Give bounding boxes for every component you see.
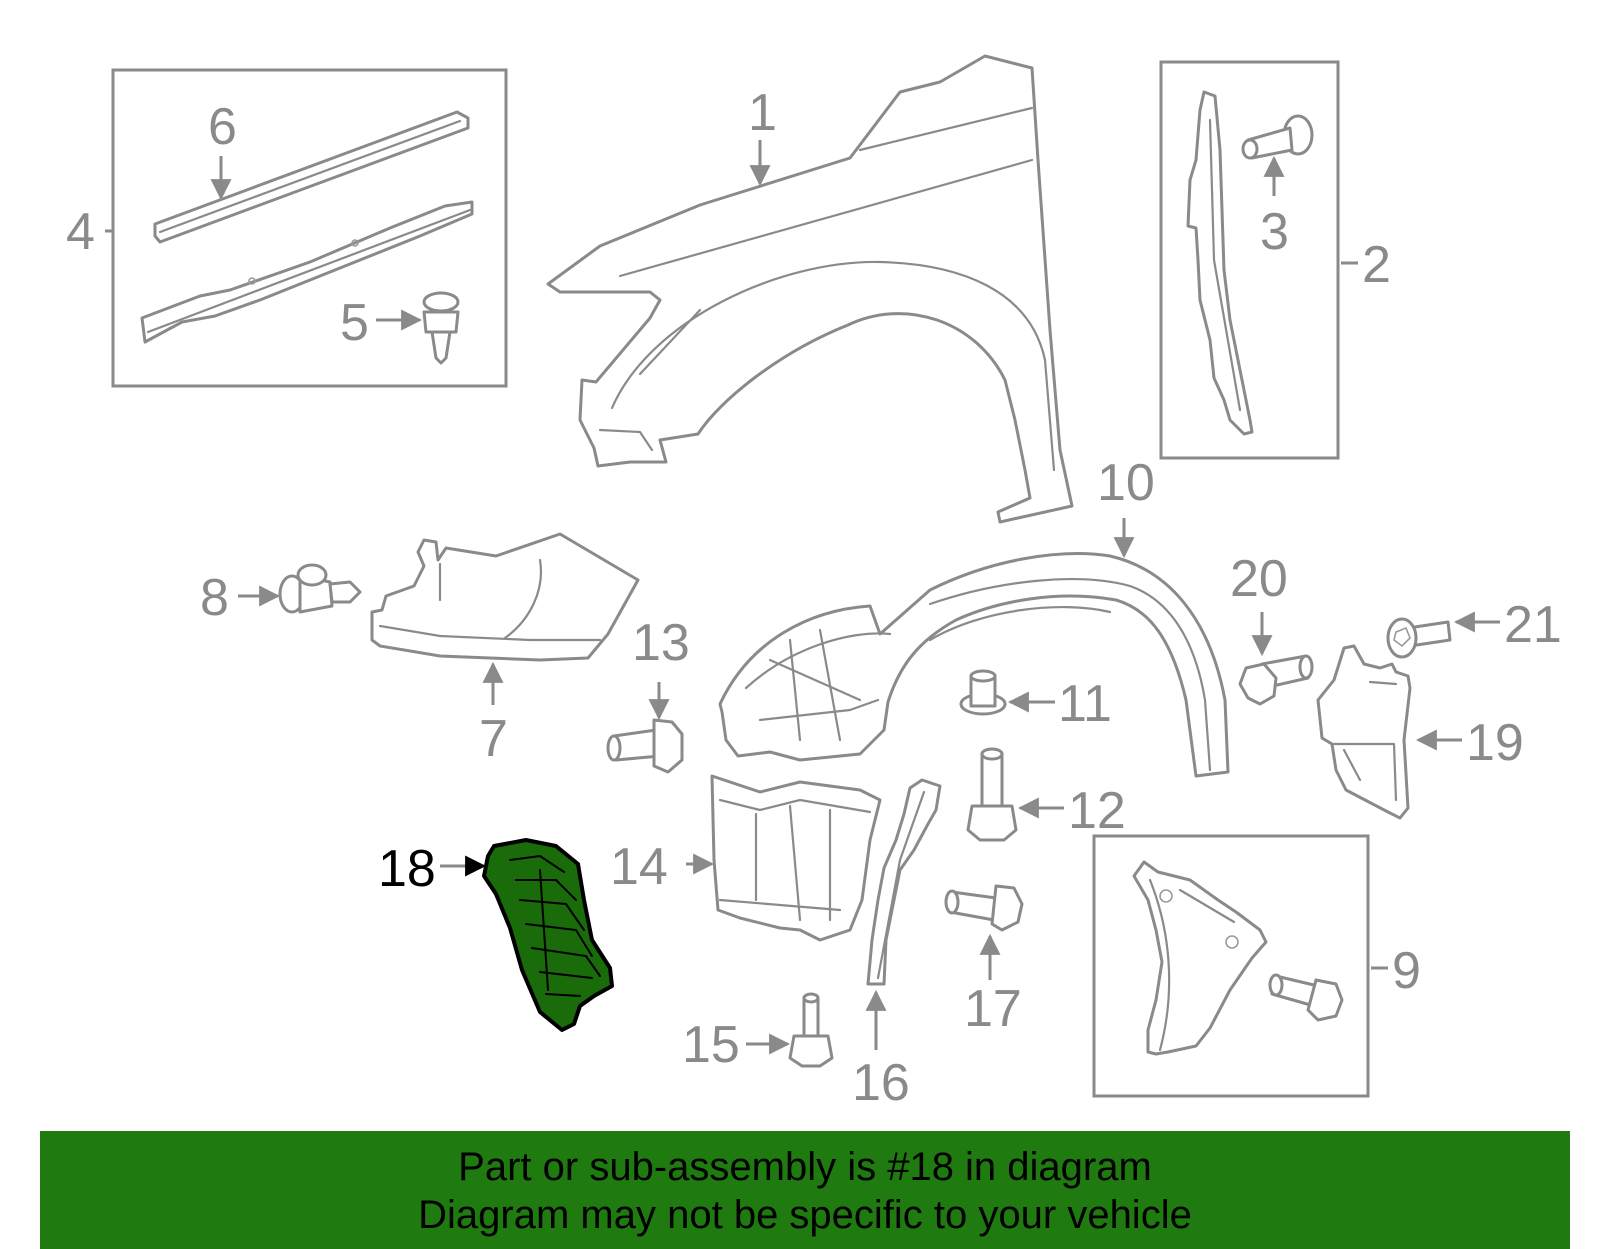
part-17-bolt xyxy=(944,884,1024,932)
part-1-fender xyxy=(546,54,1074,524)
callout-4: 4 xyxy=(66,203,95,261)
part-7-shield xyxy=(370,532,640,662)
part-9-bolt xyxy=(1268,973,1344,1022)
callout-16: 16 xyxy=(852,1054,910,1112)
callout-1: 1 xyxy=(748,84,777,142)
group-box-2 xyxy=(1159,60,1340,460)
callout-15: 15 xyxy=(682,1016,740,1074)
callout-2: 2 xyxy=(1362,236,1391,294)
banner-line-2: Diagram may not be specific to your vehi… xyxy=(418,1193,1192,1237)
info-banner: Part or sub-assembly is #18 in diagram D… xyxy=(40,1131,1570,1249)
part-6-molding xyxy=(153,110,470,244)
callout-17: 17 xyxy=(964,980,1022,1038)
part-3-bolt xyxy=(1241,114,1314,160)
callout-21: 21 xyxy=(1504,596,1562,654)
part-5-clip xyxy=(422,291,460,365)
part-13-bolt xyxy=(606,718,684,774)
part-10-liner xyxy=(718,552,1230,778)
callout-11: 11 xyxy=(1058,675,1112,733)
part-11-clip xyxy=(959,669,1007,716)
callout-19: 19 xyxy=(1466,714,1524,772)
callout-14: 14 xyxy=(610,838,668,896)
callout-5: 5 xyxy=(340,294,369,352)
part-4-rail xyxy=(140,200,474,344)
part-2-seal xyxy=(1186,90,1254,436)
group-box-4 xyxy=(111,68,508,388)
part-19-mudguard xyxy=(1316,644,1412,820)
part-16-seal xyxy=(866,778,942,986)
callout-6: 6 xyxy=(208,98,237,156)
part-8-clip xyxy=(278,563,362,614)
callout-9: 9 xyxy=(1392,942,1421,1000)
part-9-bracket xyxy=(1132,860,1268,1056)
callout-12: 12 xyxy=(1068,782,1126,840)
callout-3: 3 xyxy=(1260,203,1289,261)
callout-10: 10 xyxy=(1097,454,1155,512)
part-21-screw xyxy=(1386,617,1452,659)
callout-7: 7 xyxy=(479,710,508,768)
part-15-bolt xyxy=(788,992,834,1068)
callout-13: 13 xyxy=(632,614,690,672)
part-20-bolt xyxy=(1238,654,1314,706)
callout-20: 20 xyxy=(1230,550,1288,608)
group-box-9 xyxy=(1092,834,1370,1098)
part-14-splash xyxy=(710,774,882,942)
part-18-highlighted[interactable] xyxy=(482,838,614,1032)
banner-line-1: Part or sub-assembly is #18 in diagram xyxy=(458,1145,1152,1189)
callout-8: 8 xyxy=(200,569,229,627)
part-12-bolt xyxy=(966,747,1018,842)
callout-18: 18 xyxy=(378,840,436,898)
